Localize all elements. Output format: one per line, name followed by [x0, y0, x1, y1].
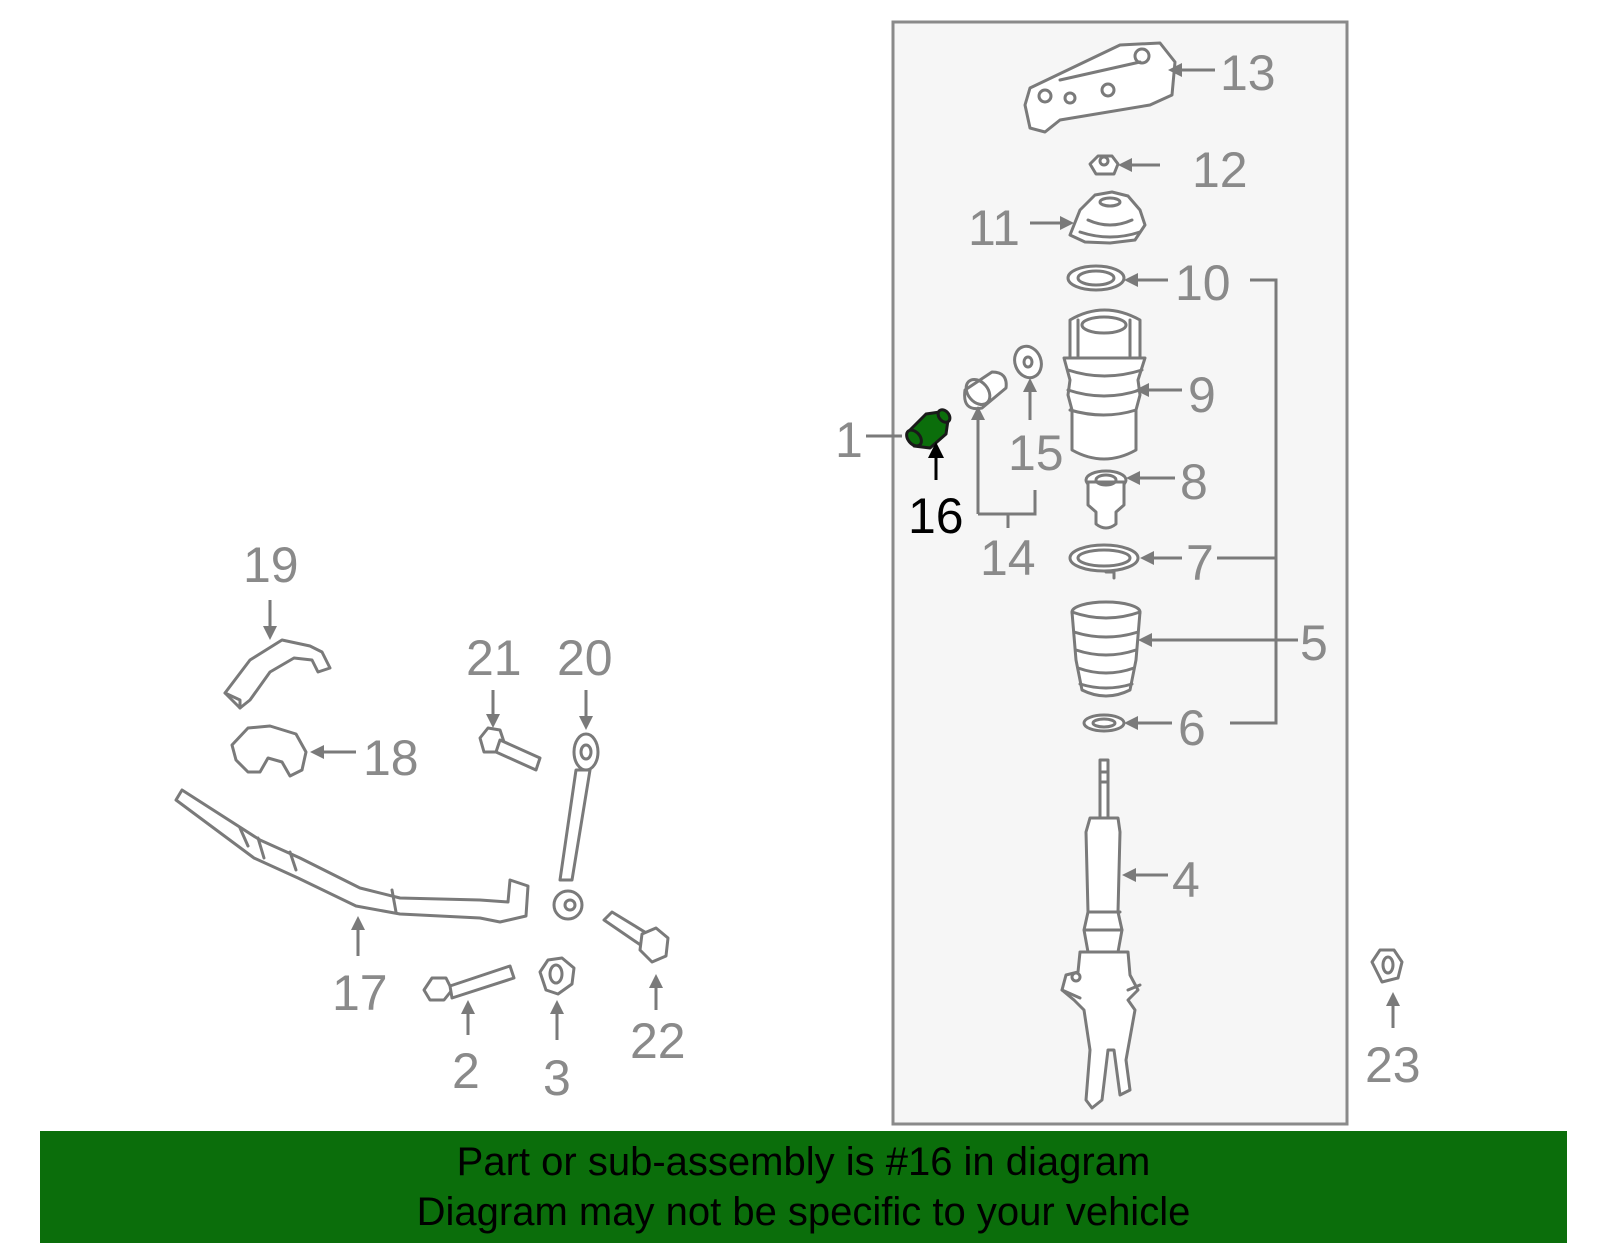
callout-10[interactable]: 10 [1175, 255, 1231, 311]
callout-1[interactable]: 1 [835, 412, 863, 468]
footer-line-1: Part or sub-assembly is #16 in diagram [456, 1140, 1151, 1184]
callout-7[interactable]: 7 [1186, 535, 1214, 591]
sleeve-14[interactable] [961, 370, 1008, 411]
bolt-21[interactable] [478, 726, 542, 772]
callout-15[interactable]: 15 [1008, 425, 1064, 481]
bolt-22[interactable] [602, 910, 670, 964]
callout-14[interactable]: 14 [980, 530, 1036, 586]
callout-18[interactable]: 18 [363, 730, 419, 786]
callout-9[interactable]: 9 [1188, 367, 1216, 423]
ring-6[interactable] [1082, 713, 1126, 733]
clamp-ring-7[interactable] [1068, 543, 1140, 580]
stabilizer-bracket[interactable] [223, 638, 332, 710]
callout-12[interactable]: 12 [1192, 142, 1248, 198]
callout-5[interactable]: 5 [1300, 615, 1328, 671]
bump-stop-8[interactable] [1084, 469, 1128, 530]
callout-16[interactable]: 16 [908, 488, 964, 544]
bellows-5[interactable] [1070, 600, 1142, 698]
callout-21[interactable]: 21 [466, 630, 522, 686]
upper-mount-bracket[interactable] [1023, 41, 1177, 134]
stabilizer-link[interactable] [552, 732, 600, 921]
stabilizer-bar[interactable] [174, 788, 530, 924]
callout-13[interactable]: 13 [1220, 45, 1276, 101]
washer-15[interactable] [1010, 343, 1045, 382]
seal-ring-10[interactable] [1066, 264, 1126, 292]
nut-23[interactable] [1370, 948, 1404, 984]
callout-20[interactable]: 20 [557, 630, 613, 686]
callout-17[interactable]: 17 [332, 965, 388, 1021]
callout-2[interactable]: 2 [452, 1043, 480, 1099]
upper-strut-mount[interactable] [1068, 190, 1147, 245]
shock-absorber-strut[interactable] [1060, 758, 1142, 1110]
stabilizer-bushing[interactable] [230, 724, 308, 778]
valve-16-highlighted[interactable] [904, 407, 953, 450]
nut-3[interactable] [538, 956, 576, 996]
callout-6[interactable]: 6 [1178, 700, 1206, 756]
callout-19[interactable]: 19 [243, 537, 299, 593]
callout-8[interactable]: 8 [1180, 454, 1208, 510]
air-spring[interactable] [1062, 308, 1147, 461]
footer-line-2: Diagram may not be specific to your vehi… [416, 1190, 1191, 1234]
footer-banner: Part or sub-assembly is #16 in diagram D… [40, 1131, 1567, 1243]
nut-12[interactable] [1088, 154, 1120, 176]
callout-3[interactable]: 3 [543, 1050, 571, 1106]
bolt-2[interactable] [422, 964, 516, 1002]
callout-23[interactable]: 23 [1365, 1037, 1421, 1093]
callout-11[interactable]: 11 [968, 200, 1020, 256]
callout-4[interactable]: 4 [1172, 852, 1200, 908]
callout-22[interactable]: 22 [630, 1013, 686, 1069]
